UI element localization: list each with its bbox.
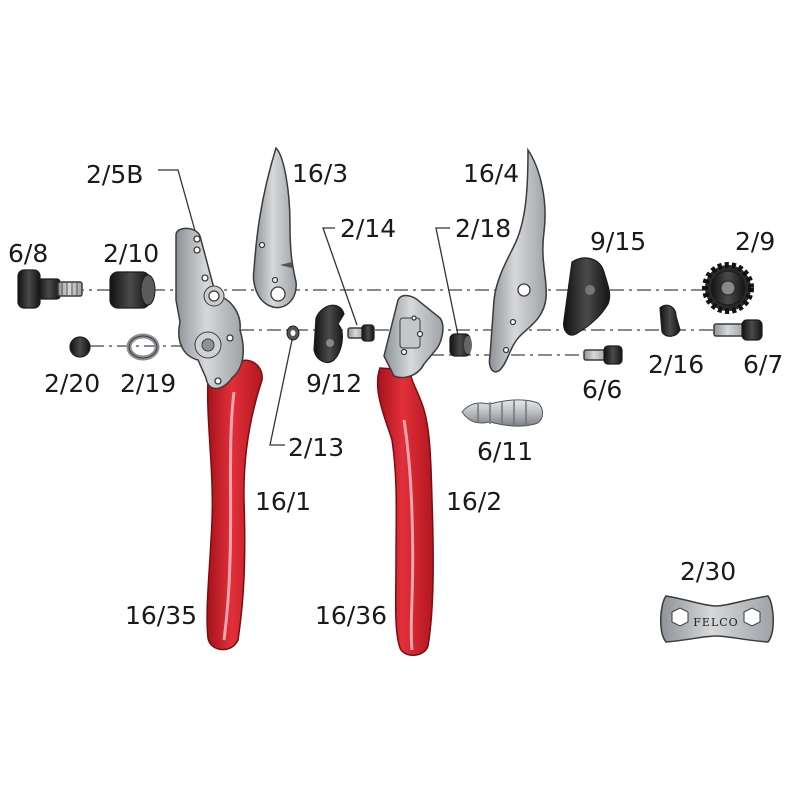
label-16-3: 16/3 xyxy=(292,159,348,188)
handle-cover-16-35 xyxy=(206,359,263,651)
label-2-16: 2/16 xyxy=(648,350,704,379)
label-2-20: 2/20 xyxy=(44,369,100,398)
part-9-15 xyxy=(563,257,611,336)
label-2-9: 2/9 xyxy=(735,227,775,256)
label-16-1: 16/1 xyxy=(255,487,311,516)
label-6-7: 6/7 xyxy=(743,350,783,379)
blade-16-4 xyxy=(488,147,548,373)
part-9-12 xyxy=(313,304,345,363)
bushing-2-10 xyxy=(109,271,156,309)
label-6-8: 6/8 xyxy=(8,239,48,268)
label-16-2: 16/2 xyxy=(446,487,502,516)
leader-2-13 xyxy=(269,339,293,446)
leader-lines xyxy=(158,169,459,446)
upper-handle-16-2 xyxy=(376,294,444,656)
part-2-16 xyxy=(659,304,681,337)
handle-cover-16-36 xyxy=(376,367,434,656)
label-6-6: 6/6 xyxy=(582,375,622,404)
label-2-5b: 2/5B xyxy=(86,160,143,189)
cap-2-20 xyxy=(69,336,91,358)
label-2-14: 2/14 xyxy=(340,214,396,243)
label-2-10: 2/10 xyxy=(103,239,159,268)
leader-2-14 xyxy=(322,227,358,326)
gear-2-9 xyxy=(702,262,754,314)
screw-2-14 xyxy=(347,324,375,342)
bolt-6-8 xyxy=(17,269,83,309)
label-6-11: 6/11 xyxy=(477,437,533,466)
wrench-logo-text: FELCO xyxy=(693,616,738,629)
screw-6-7 xyxy=(713,319,763,341)
label-16-4: 16/4 xyxy=(463,159,519,188)
label-2-18: 2/18 xyxy=(455,214,511,243)
ring-2-19 xyxy=(126,333,160,361)
leader-2-18 xyxy=(435,227,459,336)
label-16-35: 16/35 xyxy=(125,601,197,630)
label-9-15: 9/15 xyxy=(590,227,646,256)
label-2-30: 2/30 xyxy=(680,557,736,586)
blade-16-3 xyxy=(252,146,297,309)
part-labels: 2/5B 16/3 16/4 6/8 2/10 2/14 2/18 9/15 2… xyxy=(8,159,783,630)
label-2-19: 2/19 xyxy=(120,369,176,398)
leader-2-5b xyxy=(158,169,198,239)
screw-6-6 xyxy=(583,345,623,365)
washer-2-13 xyxy=(286,325,300,341)
nut-2-18 xyxy=(449,333,472,357)
wrench-2-30: FELCO xyxy=(660,595,774,643)
lower-handle-16-1 xyxy=(175,227,263,651)
spring-6-11 xyxy=(461,399,543,427)
label-2-13: 2/13 xyxy=(288,433,344,462)
label-9-12: 9/12 xyxy=(306,369,362,398)
label-16-36: 16/36 xyxy=(315,601,387,630)
